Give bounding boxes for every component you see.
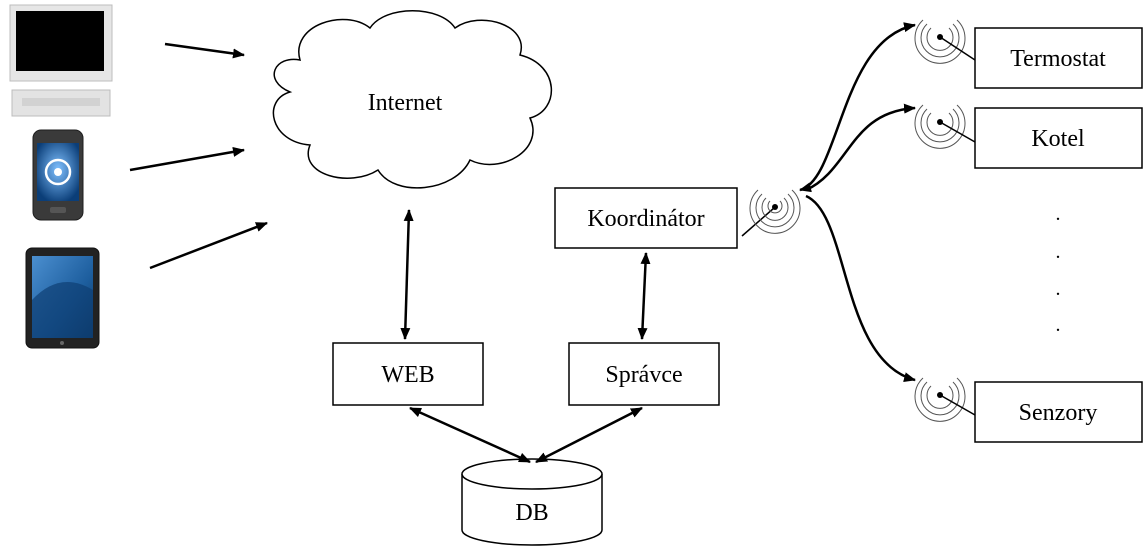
- arrow-desktop-internet: [164, 42, 245, 59]
- internet-cloud: Internet: [272, 10, 553, 189]
- koordinator-node: Koordinátor: [554, 187, 738, 249]
- ellipsis-dot: .: [1056, 314, 1061, 336]
- senzory-antenna-icon: [914, 377, 976, 422]
- arrow-tablet-internet: [149, 221, 268, 270]
- termostat-antenna-icon: [914, 19, 976, 64]
- arrow-phone-internet: [129, 146, 245, 172]
- arrow-spravce-db: [535, 406, 643, 464]
- link-coordinator-termostat: [799, 22, 916, 193]
- senzory-node: Senzory: [974, 381, 1143, 443]
- ellipsis-dot: .: [1056, 278, 1061, 300]
- database-cylinder: DB: [461, 458, 603, 546]
- db-label: DB: [515, 500, 548, 526]
- kotel-antenna-icon: [914, 104, 976, 149]
- link-coordinator-kotel: [805, 103, 916, 192]
- web-label: WEB: [381, 362, 434, 388]
- link-coordinator-senzory: [805, 194, 916, 382]
- arrow-internet-web: [400, 209, 414, 340]
- tablet-icon: [25, 247, 100, 349]
- kotel-node: Kotel: [974, 107, 1143, 169]
- desktop-computer-icon: [9, 4, 113, 117]
- internet-label: Internet: [368, 90, 443, 116]
- arrow-koordinator-spravce: [637, 252, 651, 340]
- ellipsis-dot: .: [1056, 203, 1061, 225]
- ellipsis: . . . .: [1056, 203, 1061, 336]
- spravce-node: Správce: [568, 342, 720, 406]
- koordinator-label: Koordinátor: [587, 206, 704, 232]
- arrow-web-db: [409, 406, 531, 464]
- spravce-label: Správce: [605, 362, 682, 388]
- web-node: WEB: [332, 342, 484, 406]
- kotel-label: Kotel: [1031, 126, 1085, 152]
- termostat-node: Termostat: [974, 27, 1143, 89]
- senzory-label: Senzory: [1019, 400, 1098, 426]
- smartphone-icon: [32, 129, 84, 221]
- termostat-label: Termostat: [1010, 46, 1106, 72]
- coordinator-antenna-icon: [741, 189, 801, 237]
- ellipsis-dot: .: [1056, 241, 1061, 263]
